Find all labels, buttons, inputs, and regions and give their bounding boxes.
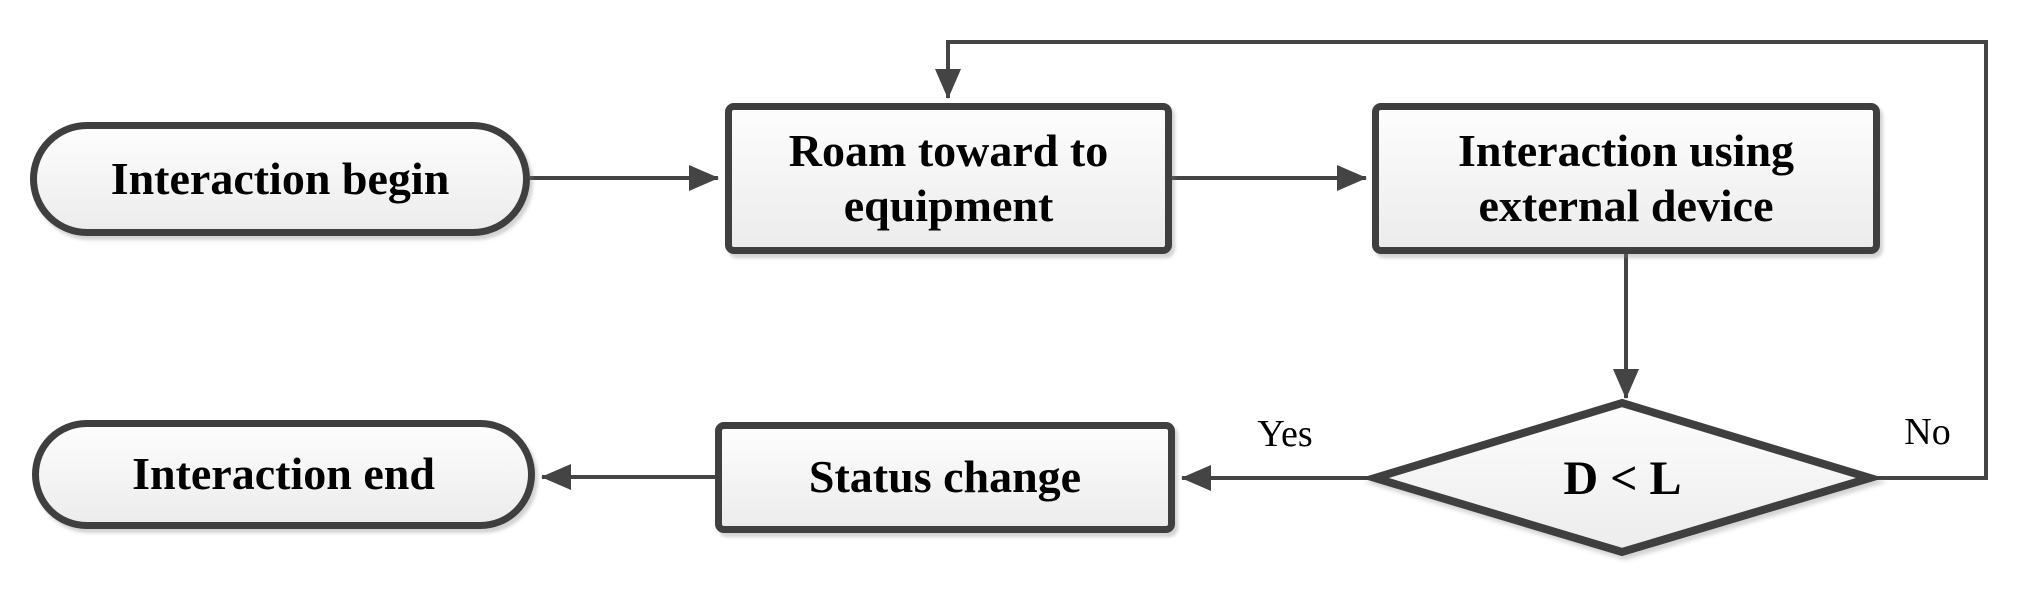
node-roam-label-line2: equipment: [843, 179, 1054, 231]
node-external-label-line1: Interaction using: [1457, 125, 1795, 177]
node-interaction-end-label: Interaction end: [132, 448, 435, 500]
node-status-change-label: Status change: [808, 451, 1082, 503]
edge-label-yes: Yes: [1257, 413, 1313, 455]
decision-diamond-shape: [1361, 398, 1884, 557]
node-interaction-external-device: Interaction using external device: [1372, 103, 1880, 254]
node-roam-toward-equipment: Roam toward to equipment: [725, 103, 1172, 254]
node-interaction-begin: Interaction begin: [30, 122, 530, 236]
edge-decision-to-roam-no: [935, 40, 1988, 480]
node-roam-label-line1: Roam toward to: [788, 125, 1109, 177]
edge-label-no: No: [1904, 411, 1951, 453]
decision-condition-label: D < L: [1563, 451, 1682, 505]
node-interaction-end: Interaction end: [32, 420, 535, 529]
node-external-label-line2: external device: [1478, 179, 1774, 231]
node-interaction-begin-label: Interaction begin: [110, 152, 450, 204]
node-status-change: Status change: [715, 422, 1175, 533]
